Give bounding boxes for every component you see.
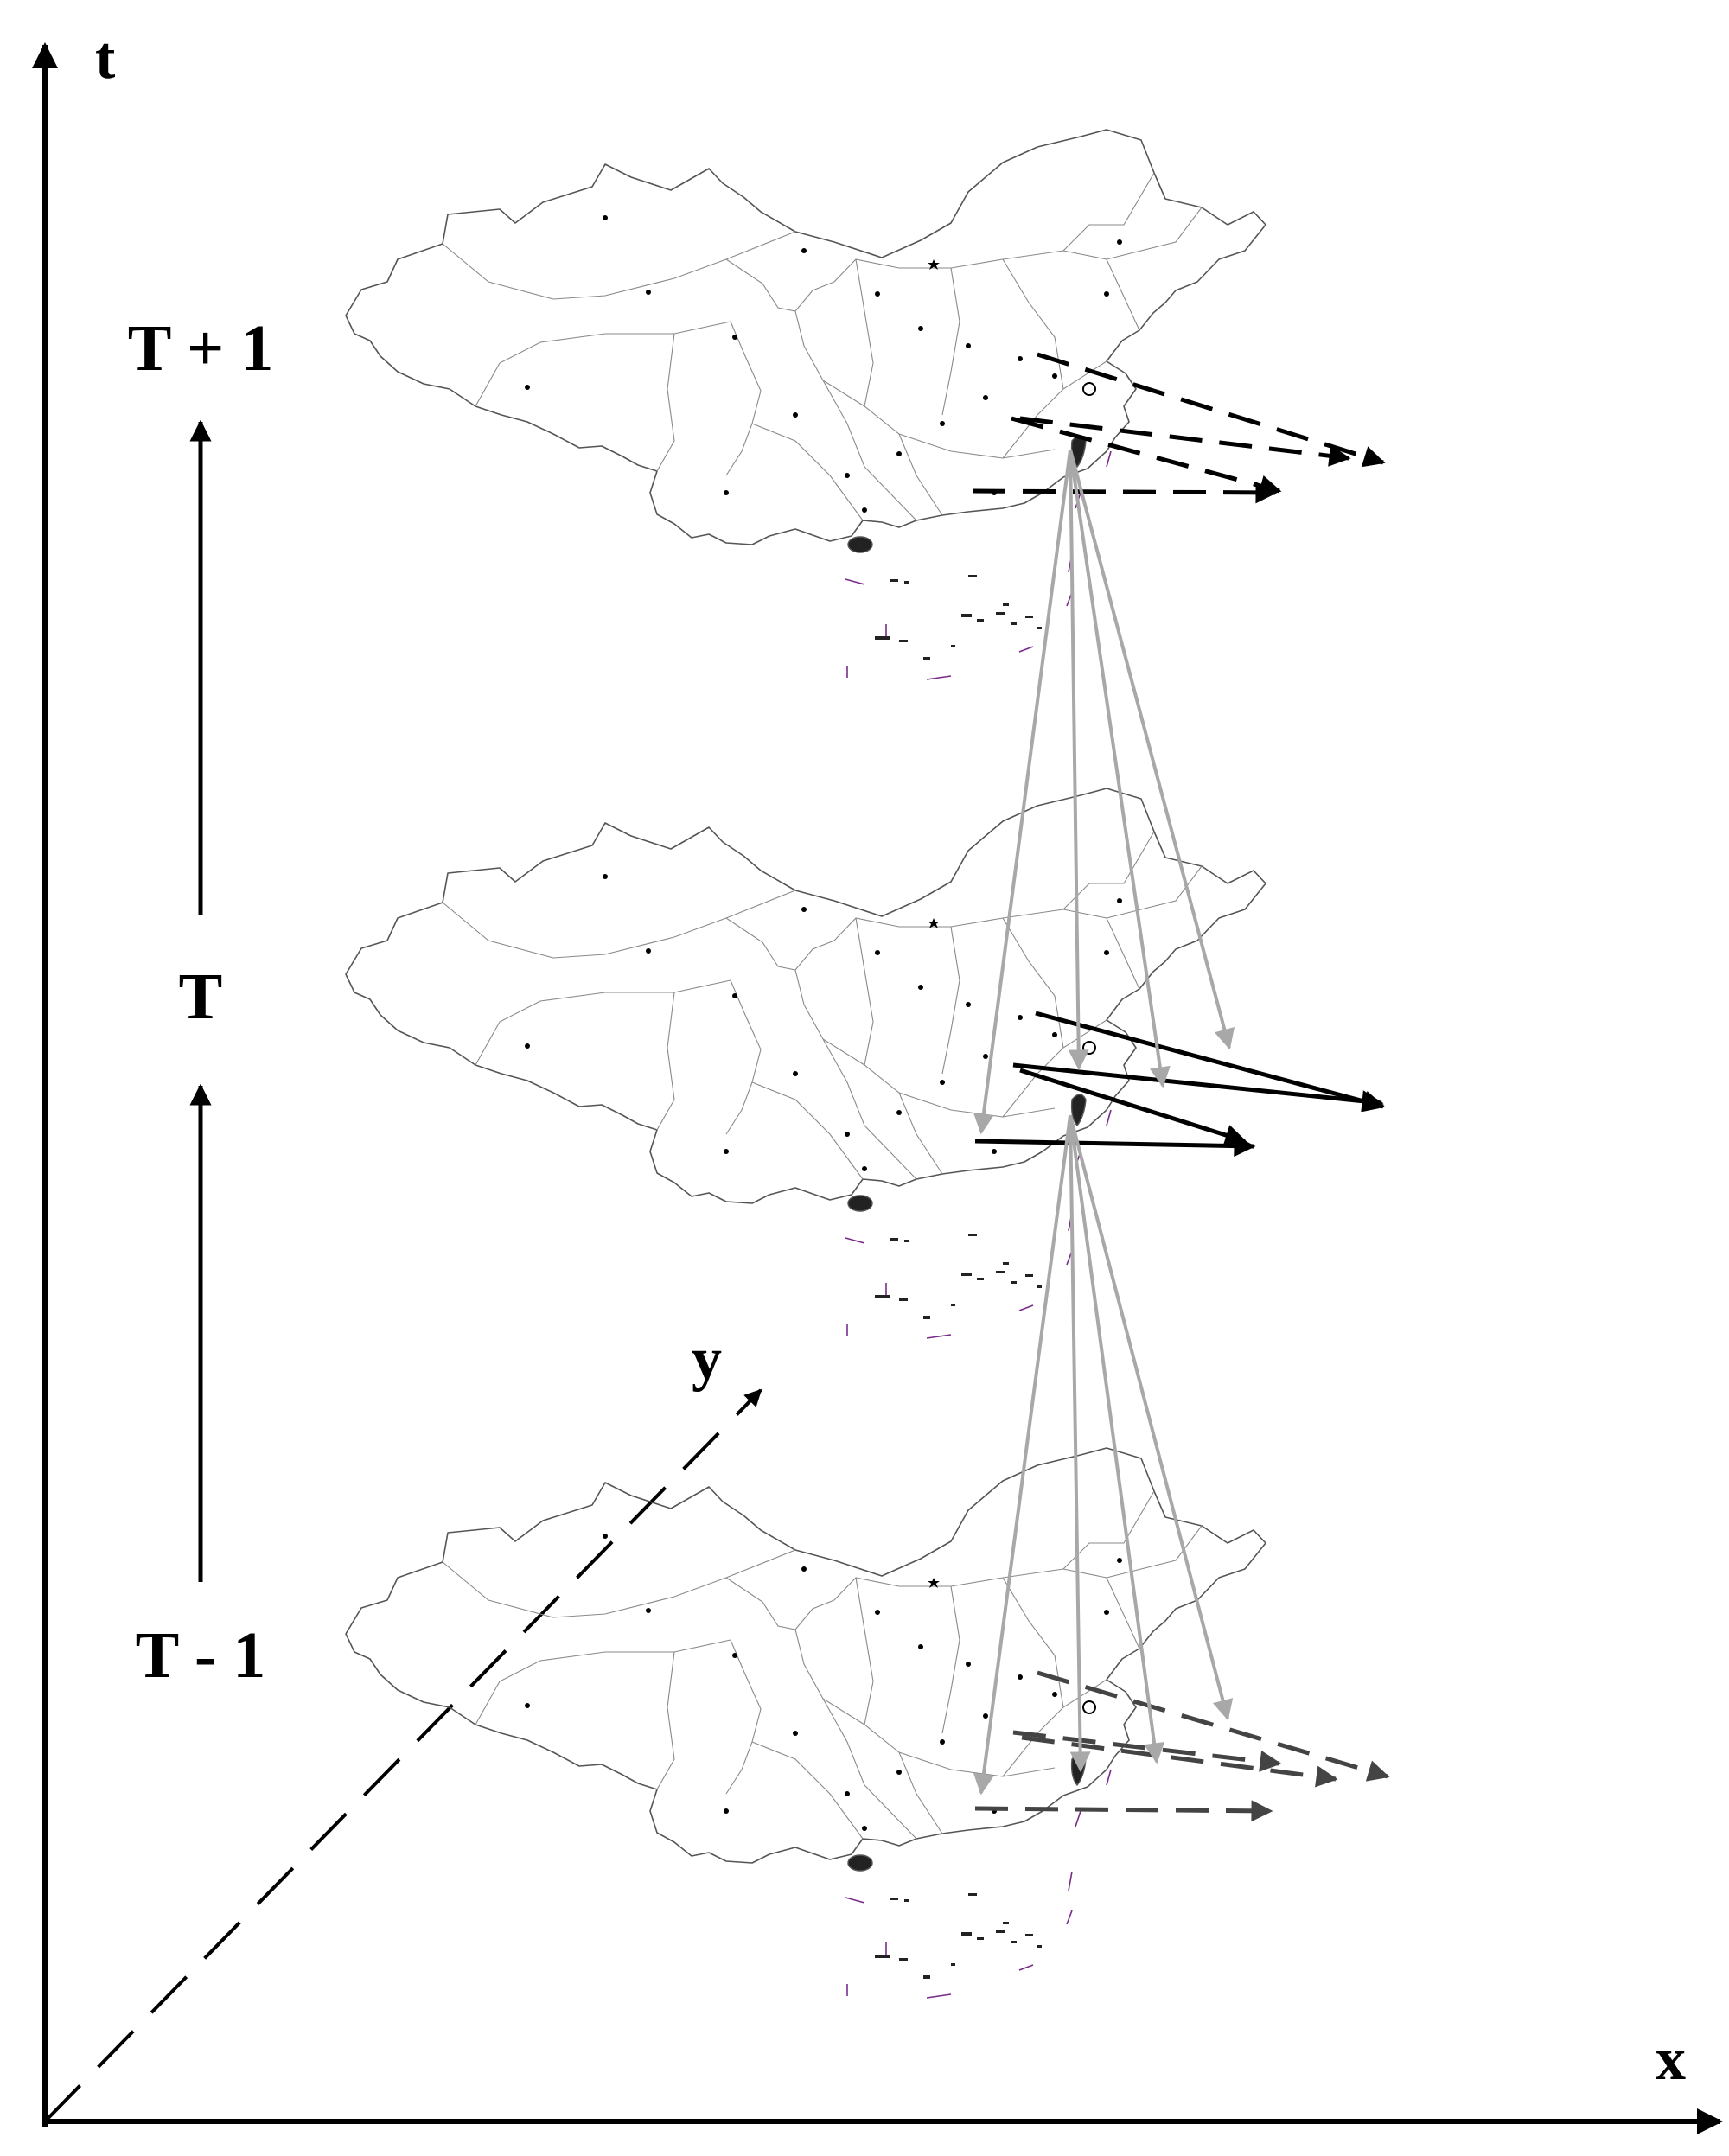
flow-arrow	[1021, 1735, 1338, 1788]
time-labels: T + 1 T T - 1	[128, 312, 274, 1692]
y-axis-label: y	[692, 1326, 722, 1393]
flow-arrow	[1037, 1670, 1390, 1782]
t-axis-label: t	[95, 25, 115, 92]
inter-layer-link	[1069, 1114, 1234, 1721]
flow-arrow	[972, 482, 1278, 504]
flow-arrow	[1011, 416, 1282, 497]
flows-t	[974, 1011, 1386, 1158]
flows-t-minus-1	[974, 1670, 1390, 1822]
flow-arrow	[1012, 1062, 1384, 1113]
inter-layer-link	[1069, 1114, 1091, 1773]
layer-label-t-minus-1: T - 1	[136, 1619, 266, 1692]
map-layer-t-plus-1	[345, 129, 1266, 680]
y-axis-line	[43, 1388, 762, 2123]
x-axis-label: x	[1656, 2026, 1686, 2093]
flow-arrow	[1037, 352, 1386, 468]
links-t-plus-1-to-t	[973, 449, 1235, 1135]
inter-layer-link	[1069, 1114, 1165, 1764]
flow-arrow	[974, 1135, 1256, 1158]
axes: t x y	[32, 25, 1723, 2134]
inter-layer-link	[973, 449, 1072, 1135]
links-t-to-t-minus-1	[973, 1114, 1234, 1796]
layer-label-t: T	[179, 960, 223, 1033]
inter-layer-link	[1069, 449, 1171, 1088]
flows-t-plus-1	[972, 352, 1386, 504]
layer-label-t-plus-1: T + 1	[128, 312, 274, 385]
flow-arrow	[974, 1800, 1273, 1822]
flow-arrow	[1019, 1068, 1247, 1146]
map-layer-t	[345, 788, 1266, 1339]
flow-arrow	[1035, 1011, 1386, 1113]
inter-layer-link	[973, 1114, 1072, 1796]
inter-layer-link	[1069, 449, 1235, 1050]
flow-arrow	[1019, 416, 1351, 467]
flow-arrow	[1012, 1730, 1282, 1772]
map-layer-t-minus-1	[345, 1447, 1266, 1999]
inter-layer-link	[1068, 449, 1089, 1071]
